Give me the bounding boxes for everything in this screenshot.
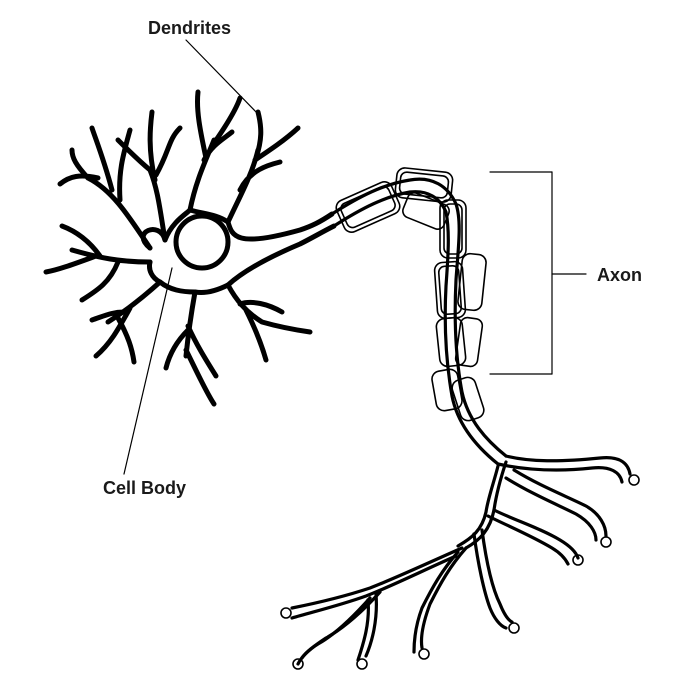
dendrites-leader-line bbox=[185, 39, 259, 115]
axon-terminals bbox=[280, 454, 640, 670]
cell-body-label: Cell Body bbox=[103, 478, 187, 498]
myelin-sheath bbox=[335, 167, 487, 422]
axon-label: Axon bbox=[597, 265, 642, 285]
nucleus bbox=[173, 213, 231, 271]
axon-bracket bbox=[489, 171, 587, 375]
dendrites-label: Dendrites bbox=[148, 18, 232, 38]
dendrites bbox=[43, 89, 337, 407]
cell-body-leader-line bbox=[123, 267, 173, 475]
